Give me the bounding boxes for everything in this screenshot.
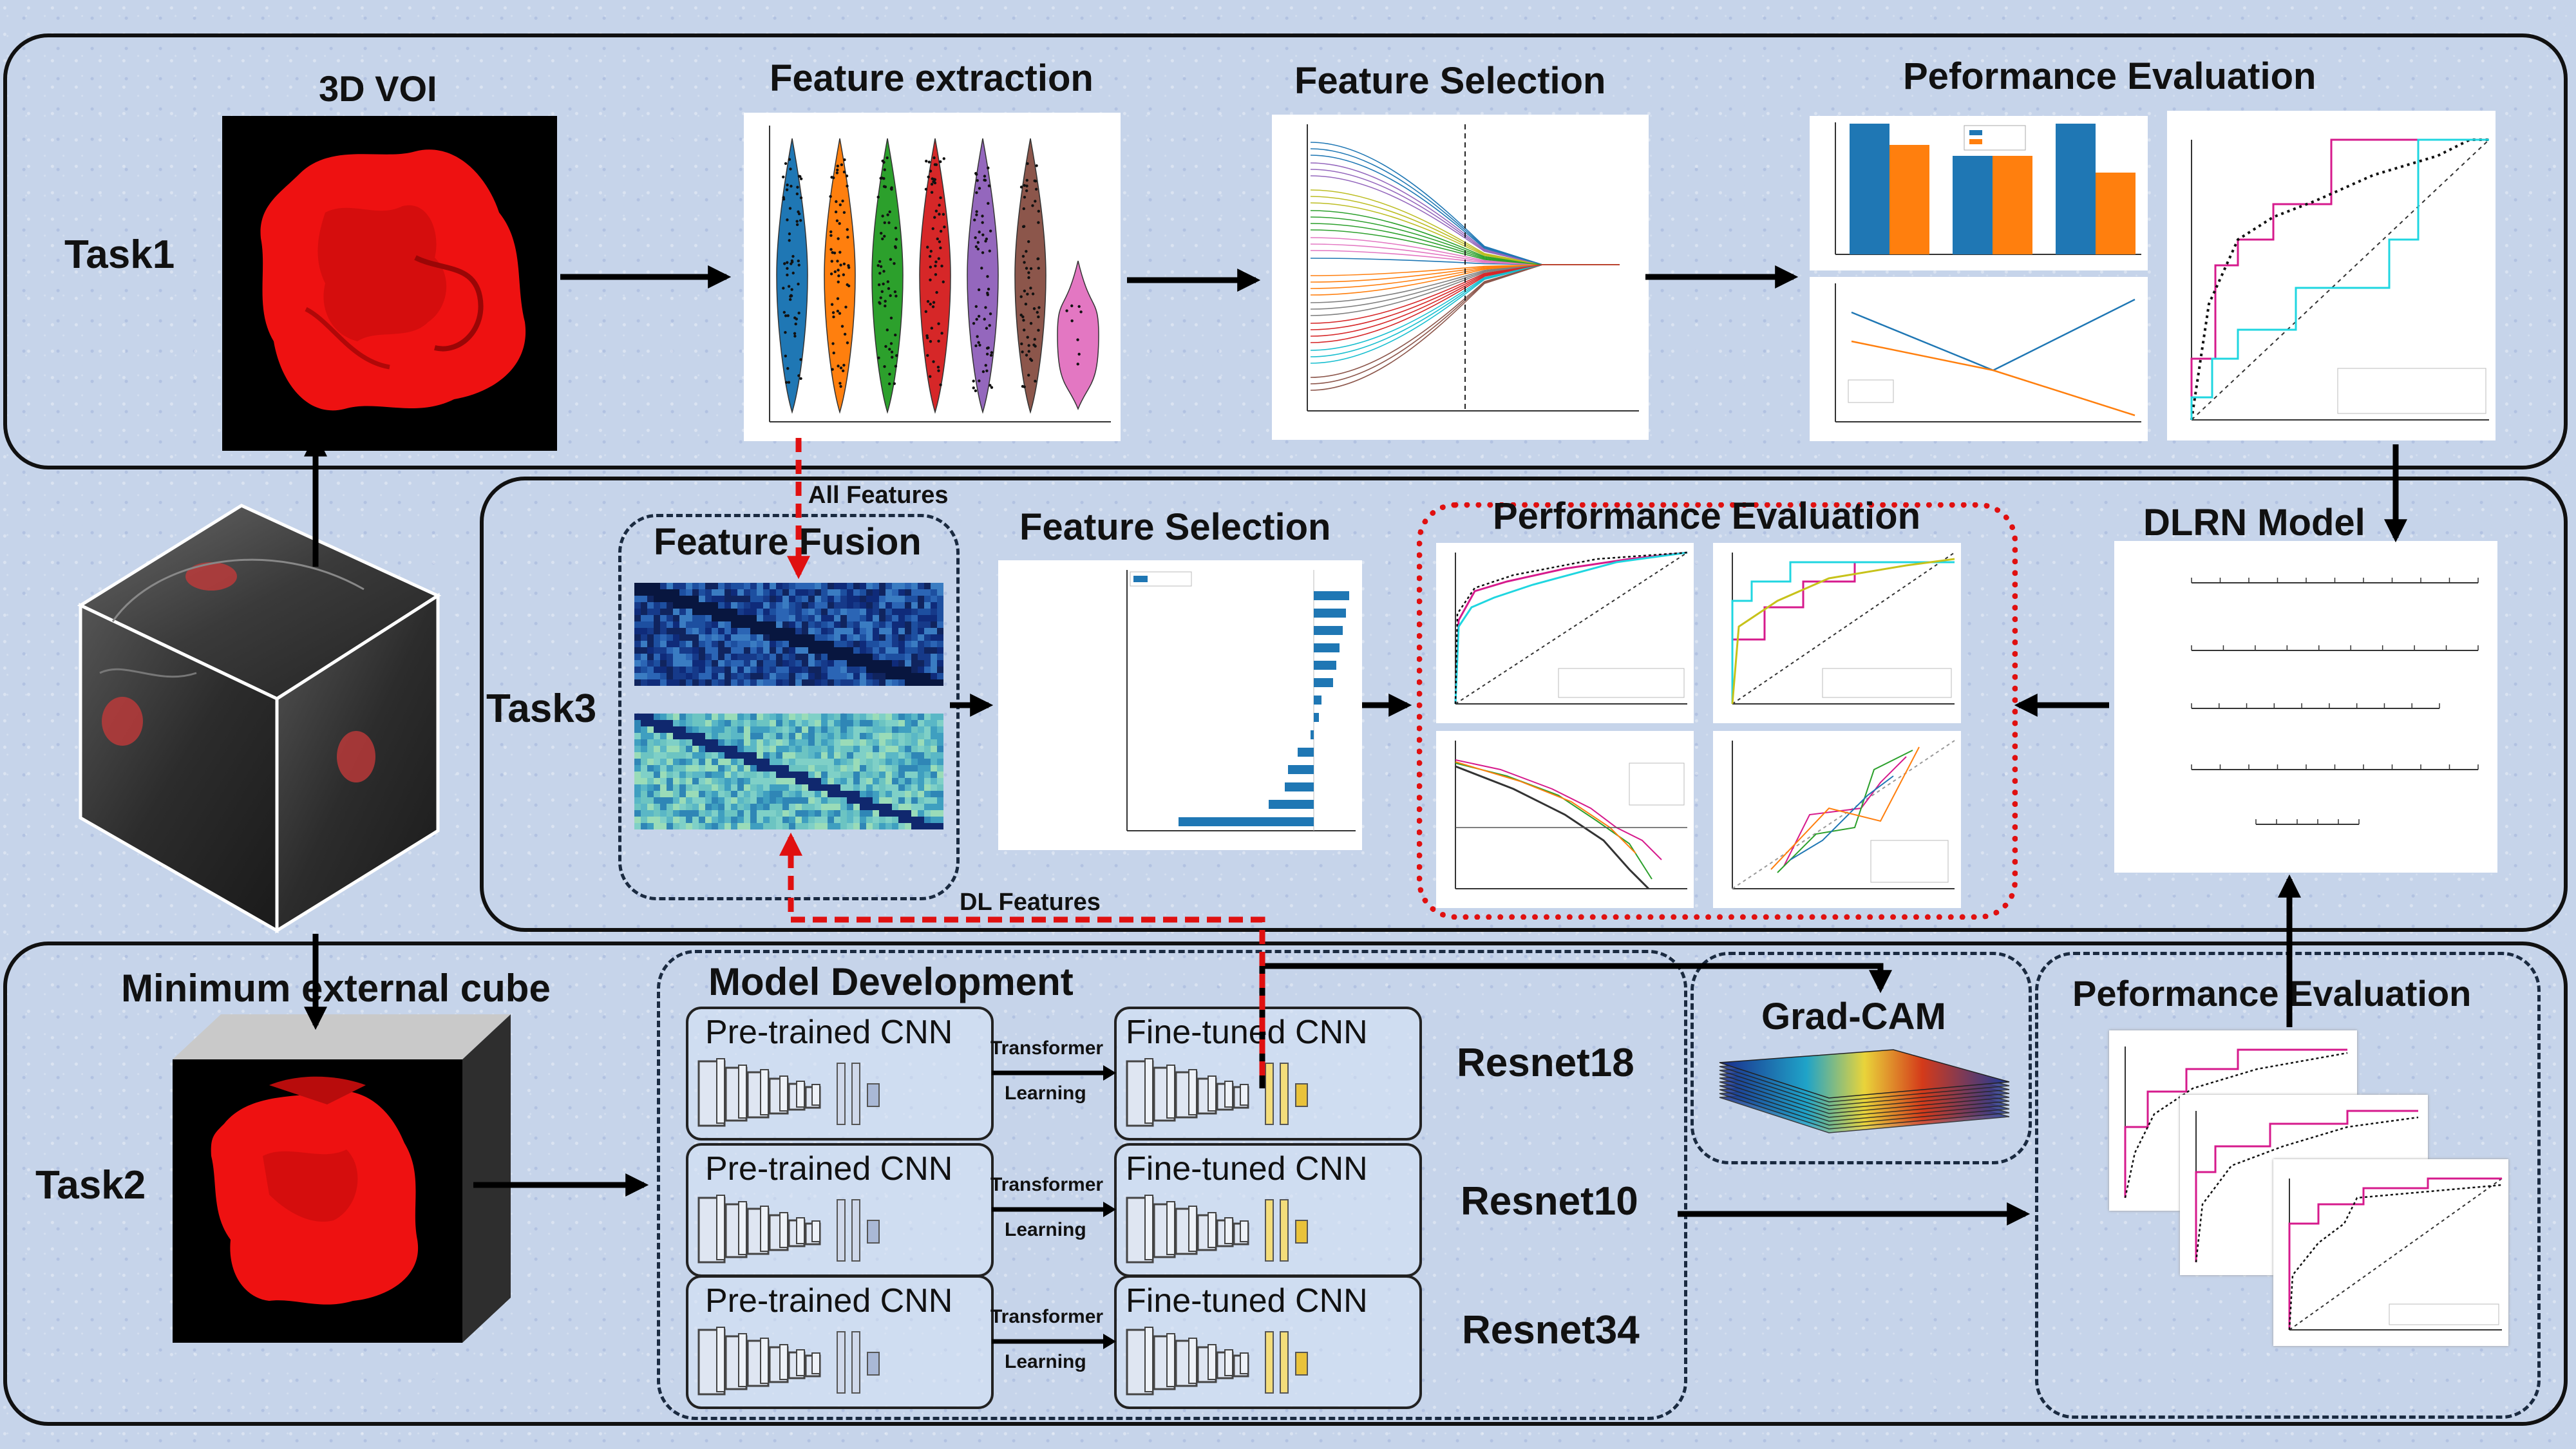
finetuned-cnn-layers bbox=[1126, 1058, 1308, 1127]
task2-roc-plot-3 bbox=[2273, 1159, 2508, 1346]
accuracy-bar-chart bbox=[1810, 116, 2148, 270]
violin-shape bbox=[1057, 260, 1099, 411]
violin-shape bbox=[871, 138, 904, 414]
task2-panel bbox=[3, 942, 2568, 1426]
task1-label: Task1 bbox=[64, 232, 175, 277]
finetuned-cnn-label: Fine-tuned CNN bbox=[1126, 1150, 1368, 1188]
gradcam-panel bbox=[1690, 952, 2032, 1164]
coefficient-bar-plot bbox=[998, 560, 1362, 850]
transfer-arrow bbox=[992, 1202, 1116, 1217]
min-external-cube-title: Minimum external cube bbox=[121, 967, 551, 1010]
task3-label: Task3 bbox=[486, 687, 597, 731]
network-resnet34: Resnet34 bbox=[1462, 1308, 1640, 1352]
transfer-learning-label-line2: Learning bbox=[1005, 1083, 1086, 1104]
violin-shape bbox=[967, 138, 999, 414]
task3-dca-plot bbox=[1436, 731, 1694, 908]
task3-panel bbox=[480, 477, 2568, 932]
network-resnet10: Resnet10 bbox=[1461, 1179, 1638, 1224]
task2-performance-title: Peformance Evaluation bbox=[2072, 973, 2472, 1014]
transfer-learning-label-line1: Transformer bbox=[990, 1174, 1104, 1195]
pretrained-cnn-layers bbox=[697, 1058, 880, 1127]
violin-plot bbox=[744, 113, 1121, 441]
pretrained-cnn-label: Pre-trained CNN bbox=[705, 1014, 953, 1051]
task1-panel bbox=[3, 33, 2568, 469]
gradcam-title: Grad-CAM bbox=[1761, 996, 1946, 1037]
finetuned-cnn-label: Fine-tuned CNN bbox=[1126, 1282, 1368, 1320]
fusion-heatmap-bottom bbox=[634, 714, 943, 829]
min-external-cube bbox=[173, 1014, 511, 1343]
dl-features-label: DL Features bbox=[960, 889, 1101, 916]
fusion-heatmap-top bbox=[634, 583, 943, 686]
task3-calibration-plot bbox=[1713, 731, 1961, 908]
transfer-learning-label-line1: Transformer bbox=[990, 1306, 1104, 1327]
task2-label: Task2 bbox=[35, 1163, 146, 1208]
task3-roc-plot-1 bbox=[1436, 543, 1694, 723]
transfer-arrow bbox=[992, 1065, 1116, 1081]
finetuned-cnn-label: Fine-tuned CNN bbox=[1126, 1014, 1368, 1051]
pretrained-cnn-layers bbox=[697, 1327, 880, 1396]
lasso-path-plot bbox=[1272, 115, 1649, 440]
voi-image bbox=[222, 116, 557, 451]
all-features-label: All Features bbox=[808, 482, 949, 509]
task3-roc-plot-2 bbox=[1713, 543, 1961, 723]
transfer-learning-label-line2: Learning bbox=[1005, 1351, 1086, 1372]
transfer-arrow bbox=[992, 1334, 1116, 1349]
finetuned-cnn-layers bbox=[1126, 1195, 1308, 1264]
arrow-model-to-gradcam bbox=[1259, 963, 1892, 1088]
model-development-panel bbox=[657, 950, 1687, 1420]
finetuned-cnn-layers bbox=[1126, 1327, 1308, 1396]
pretrained-cnn-label: Pre-trained CNN bbox=[705, 1150, 953, 1188]
task3-performance-title: Performance Evaluation bbox=[1493, 495, 1920, 537]
tumor-render bbox=[260, 149, 526, 411]
task3-feature-selection-title: Feature Selection bbox=[1019, 506, 1331, 548]
feature-fusion-title: Feature Fusion bbox=[654, 521, 922, 563]
network-resnet18: Resnet18 bbox=[1457, 1041, 1634, 1085]
task1-roc-plot bbox=[2167, 111, 2496, 440]
model-development-title: Model Development bbox=[708, 960, 1074, 1003]
voi-title: 3D VOI bbox=[319, 68, 437, 109]
violin-shape bbox=[776, 138, 808, 414]
mri-cube bbox=[77, 504, 442, 934]
feature-extraction-title: Feature extraction bbox=[770, 57, 1094, 99]
task1-performance-title: Peformance Evaluation bbox=[1903, 55, 2316, 97]
nomogram bbox=[2114, 541, 2497, 873]
pretrained-cnn-layers bbox=[697, 1195, 880, 1264]
arrow-dl-features bbox=[779, 832, 1265, 1075]
transfer-learning-label-line2: Learning bbox=[1005, 1219, 1086, 1240]
gradcam-stack bbox=[1719, 1049, 2010, 1133]
transfer-learning-label-line1: Transformer bbox=[990, 1037, 1104, 1059]
accuracy-line-chart bbox=[1810, 277, 2148, 441]
pretrained-cnn-label: Pre-trained CNN bbox=[705, 1282, 953, 1320]
dlrn-model-title: DLRN Model bbox=[2143, 502, 2365, 544]
feature-selection-title: Feature Selection bbox=[1294, 60, 1606, 102]
